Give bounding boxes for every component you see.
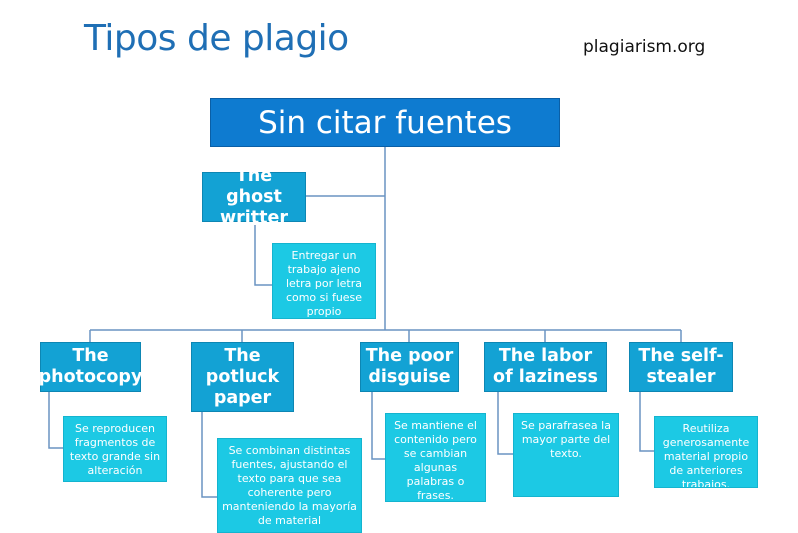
elbow-potluck xyxy=(201,412,217,498)
self-stealer-description: Reutiliza generosamente material propio … xyxy=(654,416,758,488)
elbow-labor xyxy=(497,392,513,455)
elbow-self-stealer xyxy=(639,392,654,452)
poor-disguise-box: The poor disguise xyxy=(360,342,459,392)
labor-of-laziness-description: Se parafrasea la mayor parte del texto. xyxy=(513,413,619,497)
potluck-paper-description: Se combinan distintas fuentes, ajustando… xyxy=(217,438,362,533)
photocopy-box: The photocopy xyxy=(39,342,142,392)
labor-of-laziness-box: The labor of laziness xyxy=(484,342,607,392)
poor-disguise-description: Se mantiene el contenido pero se cambian… xyxy=(385,413,486,502)
elbow-photocopy xyxy=(48,392,63,449)
root-box: Sin citar fuentes xyxy=(210,98,560,147)
ghost-writer-description: Entregar un trabajo ajeno letra por letr… xyxy=(272,243,376,319)
source-label: plagiarism.org xyxy=(583,37,706,57)
elbow-poor-disguise xyxy=(371,392,385,460)
page-title: Tipos de plagio xyxy=(84,18,349,59)
ghost-writer-box: The ghost writter xyxy=(202,166,306,228)
potluck-paper-box: The potluck paper xyxy=(191,342,294,412)
photocopy-description: Se reproducen fragmentos de texto grande… xyxy=(63,416,167,482)
ghost-desc-line xyxy=(254,225,272,286)
self-stealer-box: The self-stealer xyxy=(629,342,733,392)
